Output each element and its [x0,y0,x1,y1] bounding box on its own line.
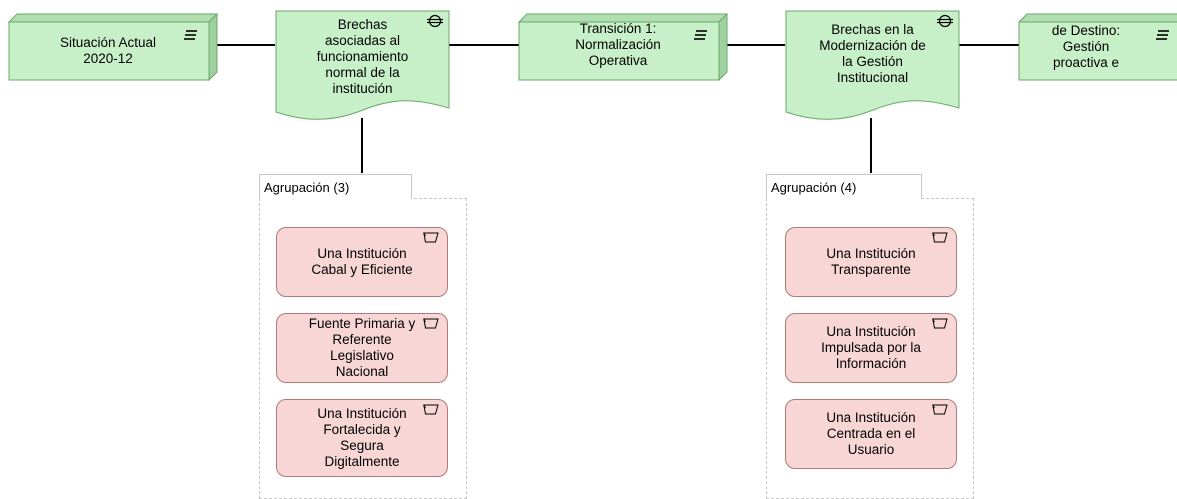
goal-flag-icon [423,318,439,329]
connector-line [217,44,275,46]
connector-line [727,44,785,46]
gap-shape [275,10,450,120]
gap-circle-icon [427,14,443,28]
gap-brechas-modernizacion[interactable]: Brechas en la Modernización de la Gestió… [785,10,960,122]
gap-label: Brechas en la Modernización de la Gestió… [819,22,926,85]
goal-label: Una Institución Transparente [826,246,916,277]
gap-circle-icon [937,14,953,28]
goal-card[interactable]: Una Institución Fortalecida y Segura Dig… [276,399,448,477]
goal-flag-icon [423,232,439,243]
goal-flag-icon [423,404,439,415]
goal-card[interactable]: Una Institución Centrada en el Usuario [785,399,957,469]
plateau-label: Transición 1: Normalización Operativa [575,21,661,68]
goal-card[interactable]: Una Institución Cabal y Eficiente [276,227,448,297]
plateau-shape [1018,13,1177,81]
group-label: Agrupación (3) [264,180,350,195]
goal-label: Una Institución Centrada en el Usuario [826,410,916,457]
lines-icon [694,30,707,40]
plateau-situacion-actual[interactable]: Situación Actual 2020-12 [8,13,218,81]
group-label: Agrupación (4) [771,180,857,195]
plateau-label: de Destino: Gestión proactiva e [1051,23,1121,70]
plateau-destino[interactable]: de Destino: Gestión proactiva e [1018,13,1177,81]
lines-icon [184,30,197,40]
gap-shape [785,10,960,120]
connector-line [959,44,1019,46]
connector-line [449,44,519,46]
lines-icon [1156,30,1169,40]
group-tab: Agrupación (4) [766,174,922,199]
goal-flag-icon [932,404,948,415]
goal-flag-icon [932,318,948,329]
goal-label: Una Institución Fortalecida y Segura Dig… [317,406,407,469]
plateau-transicion-1[interactable]: Transición 1: Normalización Operativa [518,13,728,81]
plateau-shape [518,13,728,81]
goal-card[interactable]: Una Institución Impulsada por la Informa… [785,313,957,383]
plateau-shape [8,13,218,81]
gap-label: Brechas asociadas al funcionamiento norm… [316,17,409,96]
goal-label: Fuente Primaria y Referente Legislativo … [308,316,416,379]
connector-line [361,118,363,173]
plateau-label: Situación Actual 2020-12 [59,35,157,66]
goal-label: Una Institución Cabal y Eficiente [311,246,413,277]
goal-flag-icon [932,232,948,243]
goal-card[interactable]: Una Institución Transparente [785,227,957,297]
group-tab: Agrupación (3) [259,174,412,199]
goal-label: Una Institución Impulsada por la Informa… [821,324,921,371]
goal-card[interactable]: Fuente Primaria y Referente Legislativo … [276,313,448,383]
gap-brechas-funcionamiento[interactable]: Brechas asociadas al funcionamiento norm… [275,10,450,122]
connector-line [870,118,872,173]
